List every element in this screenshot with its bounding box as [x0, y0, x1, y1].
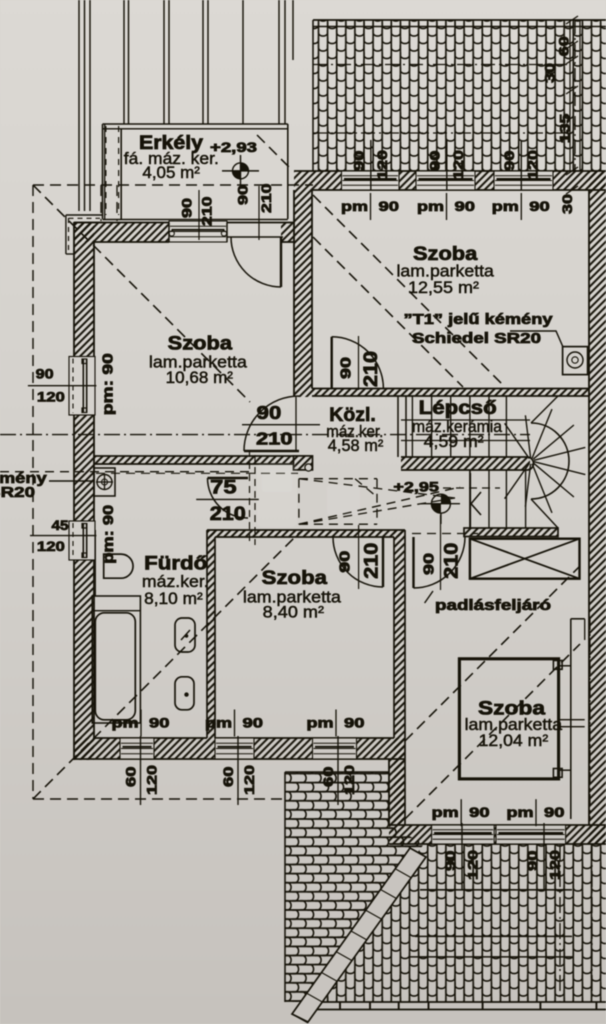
svg-text:”T1” jelű kémény: ”T1” jelű kémény: [404, 311, 554, 328]
svg-text:90: 90: [455, 199, 476, 214]
svg-text:lam.parketta: lam.parketta: [243, 588, 342, 607]
svg-text:Szoba: Szoba: [478, 698, 545, 720]
svg-text:lam.parketta: lam.parketta: [149, 353, 248, 372]
svg-text:90: 90: [379, 199, 400, 214]
svg-text:máz.ker.: máz.ker.: [142, 572, 209, 591]
svg-text:10,68 m²: 10,68 m²: [166, 369, 234, 387]
svg-text:210: 210: [361, 351, 382, 387]
svg-text:fá. máz. ker.: fá. máz. ker.: [124, 149, 219, 168]
svg-text:90: 90: [235, 185, 250, 205]
svg-text:8,10 m²: 8,10 m²: [144, 590, 203, 608]
svg-text:210: 210: [442, 543, 463, 579]
svg-text:120: 120: [465, 850, 481, 880]
svg-text:60: 60: [220, 766, 236, 787]
svg-text:12,04 m²: 12,04 m²: [479, 731, 549, 750]
svg-text:4,59 m²: 4,59 m²: [424, 432, 484, 451]
svg-text:30: 30: [543, 63, 558, 83]
svg-text:Erkély: Erkély: [139, 132, 203, 154]
svg-text:90: 90: [442, 850, 458, 871]
svg-text:210: 210: [210, 504, 246, 525]
svg-text:60: 60: [122, 766, 138, 787]
svg-text:210: 210: [362, 543, 383, 579]
svg-text:pm: pm: [492, 199, 519, 214]
svg-text:75: 75: [210, 478, 237, 499]
svg-text:90: 90: [420, 553, 437, 575]
svg-text:90: 90: [501, 150, 517, 171]
svg-text:90: 90: [179, 198, 194, 218]
svg-text:12,55 m²: 12,55 m²: [408, 278, 479, 297]
svg-text:90: 90: [544, 805, 565, 820]
svg-text:120: 120: [525, 150, 541, 180]
svg-text:30: 30: [560, 194, 575, 214]
svg-text:Fürdő: Fürdő: [144, 553, 207, 575]
svg-text:Lépcső: Lépcső: [419, 397, 497, 419]
svg-text:4,58 m²: 4,58 m²: [328, 436, 384, 455]
svg-text:90: 90: [338, 357, 355, 379]
svg-text:120: 120: [241, 765, 257, 795]
svg-text:lam.parketta: lam.parketta: [465, 715, 563, 734]
svg-text:120: 120: [37, 389, 65, 405]
svg-text:lam.parketta: lam.parketta: [397, 262, 495, 281]
svg-text:+2,93: +2,93: [210, 139, 257, 155]
svg-text:pm: 90: pm: 90: [101, 505, 117, 564]
svg-text:máz.kerámia: máz.kerámia: [412, 417, 502, 436]
svg-text:45: 45: [52, 517, 69, 533]
svg-text:Szoba: Szoba: [262, 567, 327, 589]
svg-text:pm: pm: [432, 805, 459, 820]
svg-text:90: 90: [469, 805, 490, 820]
svg-text:”T2” jelű kémény: ”T2” jelű kémény: [0, 470, 47, 487]
svg-text:120: 120: [547, 850, 563, 880]
svg-text:120: 120: [144, 765, 160, 795]
svg-text:pm: pm: [341, 199, 368, 214]
svg-text:90: 90: [149, 716, 170, 731]
svg-text:Szoba: Szoba: [168, 333, 232, 355]
svg-text:pm: pm: [307, 716, 334, 731]
svg-text:120: 120: [341, 765, 357, 795]
svg-text:+2,95: +2,95: [393, 479, 439, 495]
svg-text:120: 120: [374, 150, 390, 180]
svg-text:pm: 90: pm: 90: [101, 353, 117, 415]
svg-text:90: 90: [524, 850, 540, 871]
svg-text:90: 90: [351, 150, 367, 171]
svg-text:210: 210: [259, 184, 274, 214]
svg-text:90: 90: [344, 716, 365, 731]
svg-text:210: 210: [256, 428, 293, 448]
svg-text:90: 90: [529, 199, 550, 214]
svg-text:60: 60: [320, 766, 336, 787]
svg-text:pm: pm: [507, 805, 534, 820]
svg-text:máz.ker.: máz.ker.: [326, 422, 383, 441]
svg-text:90: 90: [243, 716, 264, 731]
svg-text:Közl.: Közl.: [329, 404, 376, 426]
svg-text:135: 135: [558, 113, 573, 143]
svg-text:8,40 m²: 8,40 m²: [263, 603, 325, 621]
svg-text:90: 90: [257, 402, 282, 423]
svg-text:padlásfeljáró: padlásfeljáró: [435, 597, 551, 614]
svg-text:pm: pm: [112, 716, 139, 731]
svg-text:Schiedel SR20: Schiedel SR20: [412, 330, 541, 347]
svg-text:pm: pm: [205, 716, 232, 731]
svg-text:210: 210: [200, 197, 215, 227]
svg-text:90: 90: [36, 366, 54, 382]
svg-text:120: 120: [450, 150, 466, 180]
svg-text:90: 90: [337, 551, 354, 573]
svg-text:Szoba: Szoba: [413, 243, 477, 265]
svg-text:4,05 m²: 4,05 m²: [142, 163, 200, 182]
svg-text:90: 90: [427, 150, 443, 171]
svg-text:60: 60: [557, 36, 572, 56]
svg-text:pm: pm: [417, 199, 444, 214]
svg-text:120: 120: [37, 538, 65, 554]
svg-text:Schiedel SR20: Schiedel SR20: [0, 484, 35, 501]
